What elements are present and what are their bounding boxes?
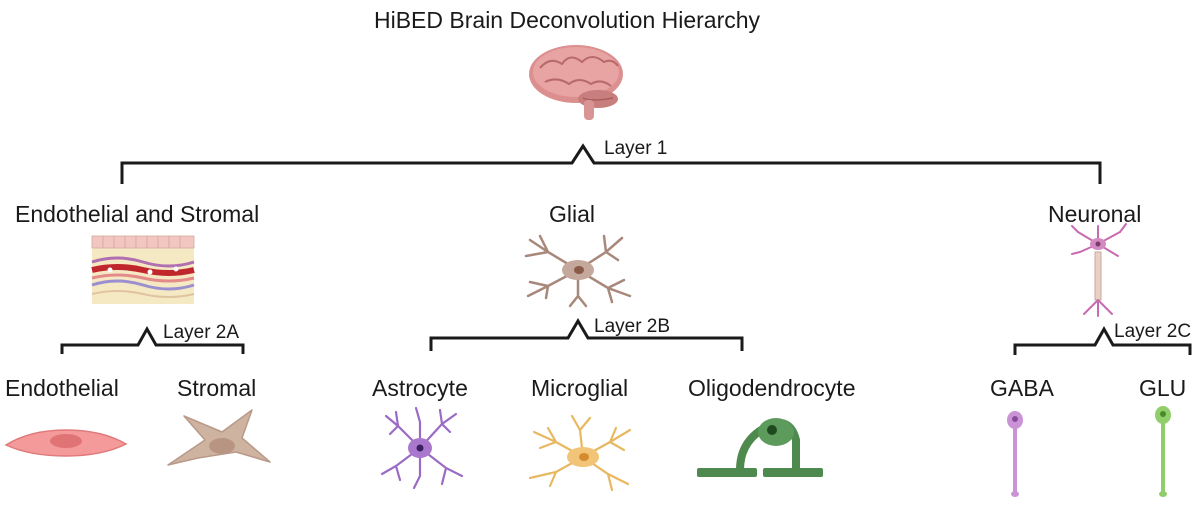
cell-label-glu: GLU (1139, 375, 1187, 401)
diagram-title: HiBED Brain Deconvolution Hierarchy (374, 7, 761, 33)
cell-label-oligodendrocyte: Oligodendrocyte (688, 375, 856, 401)
category-neuronal: Neuronal (1048, 201, 1142, 227)
cell-label-gaba: GABA (990, 375, 1054, 401)
neuron-icon (1071, 223, 1127, 317)
layer-1-bracket (120, 143, 1102, 184)
layer-2a-label: Layer 2A (163, 322, 240, 343)
layer-2b-bracket (429, 318, 744, 351)
oligodendrocyte-icon (697, 418, 823, 477)
cell-label-stromal: Stromal (177, 375, 257, 401)
glial-cell-icon (524, 234, 632, 308)
brain-icon (529, 45, 623, 120)
cell-label-microglial: Microglial (531, 375, 629, 401)
endothelial-cell-icon (4, 429, 128, 457)
tissue-icon (91, 235, 195, 304)
layer-2c-bracket (1013, 325, 1192, 355)
gaba-neuron-icon (1007, 411, 1023, 497)
layer-2a-bracket (60, 325, 245, 354)
layer-2c-label: Layer 2C (1114, 321, 1192, 342)
cell-label-astrocyte: Astrocyte (372, 375, 468, 401)
cell-label-endothelial: Endothelial (5, 375, 119, 401)
category-glial: Glial (549, 201, 596, 227)
category-endothelial-stromal: Endothelial and Stromal (15, 201, 260, 227)
stromal-cell-icon (167, 409, 271, 466)
microglial-icon (528, 414, 632, 492)
layer-2b-label: Layer 2B (594, 316, 671, 337)
glu-neuron-icon (1155, 406, 1171, 497)
astrocyte-icon (380, 406, 464, 490)
layer-1-label: Layer 1 (604, 138, 668, 159)
